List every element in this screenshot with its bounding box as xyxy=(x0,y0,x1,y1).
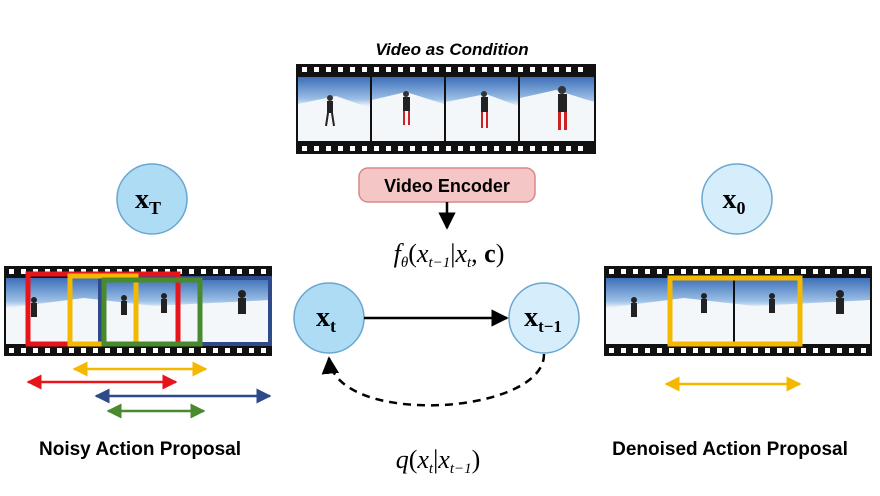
video-encoder-block: Video Encoder xyxy=(358,167,536,203)
denoised-caption: Denoised Action Proposal xyxy=(612,439,848,460)
node-xt1-sub: t−1 xyxy=(538,317,562,336)
svg-text:x0: x0 xyxy=(723,184,746,218)
node-xt-main: x xyxy=(316,302,330,333)
node-x0-main: x xyxy=(723,184,737,215)
condition-film-strip xyxy=(296,64,596,154)
film-frame-3 xyxy=(446,77,518,141)
svg-text:xt: xt xyxy=(316,302,336,336)
reverse-dashed-arrow xyxy=(321,353,546,407)
node-xT-sub: T xyxy=(149,198,161,218)
noisy-film-strip xyxy=(4,266,272,356)
node-xt-minus-1: xt−1 xyxy=(508,282,580,354)
film-frame-2 xyxy=(372,77,444,141)
node-xT: xT xyxy=(116,163,188,235)
formula-forward: fθ(xt−1|xt, c) xyxy=(394,239,505,271)
noisy-caption: Noisy Action Proposal xyxy=(39,439,241,460)
denoised-film-strip xyxy=(604,266,872,356)
node-x0-sub: 0 xyxy=(737,198,746,218)
film-frame-1 xyxy=(298,77,370,141)
node-xt-sub: t xyxy=(330,316,336,336)
denoised-box-yellow xyxy=(667,275,803,347)
video-encoder-label: Video Encoder xyxy=(384,176,510,196)
svg-text:xT: xT xyxy=(135,184,161,218)
film-sprockets-top xyxy=(302,67,583,72)
video-condition-title: Video as Condition xyxy=(375,40,528,59)
node-xt: xt xyxy=(293,282,365,354)
node-x0: x0 xyxy=(701,163,773,235)
svg-text:xt−1: xt−1 xyxy=(524,302,562,336)
film-frame-4 xyxy=(520,77,594,141)
noisy-box-green xyxy=(101,277,203,347)
node-xT-main: x xyxy=(135,184,149,215)
formula-reverse: q(xt|xt−1) xyxy=(396,445,481,477)
node-xt1-main: x xyxy=(524,302,538,333)
film-sprockets-bottom xyxy=(302,146,583,151)
